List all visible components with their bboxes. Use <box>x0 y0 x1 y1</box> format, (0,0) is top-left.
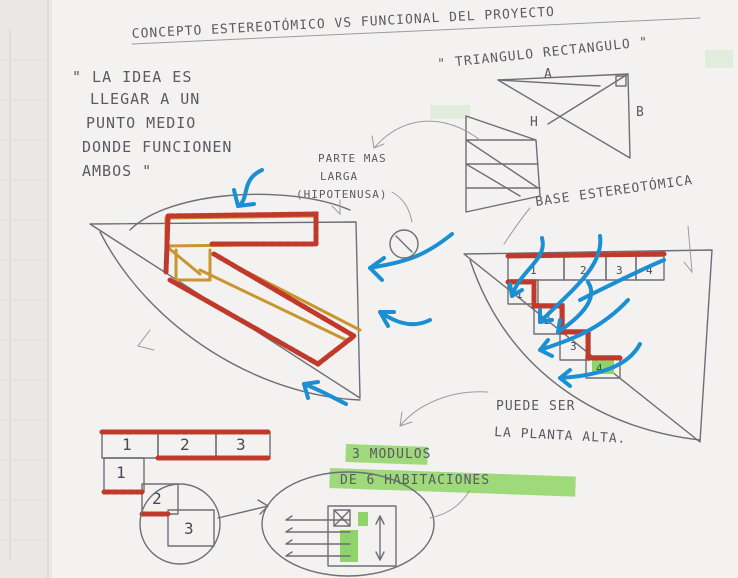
blue-flow-arrows-right <box>508 234 666 388</box>
svg-text:1: 1 <box>116 463 126 482</box>
curved-arrow-upper <box>399 391 489 427</box>
red-wall-top <box>165 211 319 247</box>
svg-text:PARTE MAS: PARTE MAS <box>318 152 387 165</box>
page-ruling <box>0 59 48 541</box>
svg-text:2: 2 <box>152 489 162 508</box>
plan-arrow-top <box>331 199 341 216</box>
arrowhead <box>371 135 385 149</box>
svg-text:LARGA: LARGA <box>320 170 358 183</box>
arrow-base-label <box>503 207 531 245</box>
stereotomic-plan-right: 1 2 3 4 1 2 3 4 <box>463 225 713 443</box>
svg-text:4: 4 <box>646 264 653 277</box>
triangle-outline <box>497 73 631 159</box>
right-arrow <box>683 225 693 274</box>
blue-flow-arrows-left <box>232 168 454 406</box>
idea-note: " LA IDEA ES LLEGAR A UN PUNTO MEDIO DON… <box>72 68 232 180</box>
zoom-circle <box>139 483 221 565</box>
svg-text:A: A <box>544 67 553 82</box>
svg-text:" LA IDEA ES: " LA IDEA ES <box>72 68 192 86</box>
arrow-from-modules <box>429 489 471 519</box>
svg-text:3: 3 <box>184 519 194 538</box>
arrow-to-hypotenuse <box>391 191 413 223</box>
svg-text:1: 1 <box>516 288 523 301</box>
bleed-through-green <box>705 50 733 68</box>
svg-text:3: 3 <box>616 264 623 277</box>
modules-highlight: 3 MODULOS DE 6 HABITACIONES <box>329 444 576 497</box>
svg-text:PUNTO MEDIO: PUNTO MEDIO <box>86 114 196 132</box>
svg-text:3: 3 <box>570 340 577 353</box>
arrowhead <box>399 411 413 427</box>
right-angle-mark <box>615 75 627 87</box>
svg-text:PUEDE SER: PUEDE SER <box>496 399 575 414</box>
svg-text:LA PLANTA ALTA.: LA PLANTA ALTA. <box>494 425 627 447</box>
svg-text:3 MODULOS: 3 MODULOS <box>352 447 431 462</box>
sun-symbol <box>389 229 419 259</box>
plan-curve-top <box>129 193 351 231</box>
svg-text:(HIPOTENUSA): (HIPOTENUSA) <box>296 188 387 201</box>
stacked-triangle <box>465 115 541 213</box>
svg-text:H: H <box>530 115 539 130</box>
svg-text:2: 2 <box>180 435 190 454</box>
page-edge-shadow <box>0 0 52 578</box>
svg-text:3: 3 <box>236 435 246 454</box>
svg-text:2: 2 <box>580 264 587 277</box>
svg-text:1: 1 <box>122 435 132 454</box>
upper-floor-note: PUEDE SER LA PLANTA ALTA. <box>399 391 627 447</box>
bleed-through-green <box>430 105 470 119</box>
curved-arrow-triangle <box>373 120 481 149</box>
margin-lines <box>9 0 49 578</box>
triangle-height <box>497 73 629 125</box>
svg-text:1: 1 <box>530 264 537 277</box>
svg-text:DE 6 HABITACIONES: DE 6 HABITACIONES <box>340 473 490 488</box>
right-curve <box>469 259 701 441</box>
stereotomic-plan-left <box>89 193 362 401</box>
hypotenuse-note: PARTE MAS LARGA (HIPOTENUSA) <box>296 152 413 223</box>
svg-text:LLEGAR A UN: LLEGAR A UN <box>90 90 200 108</box>
plan-arrow-left <box>137 329 155 351</box>
svg-text:AMBOS ": AMBOS " <box>82 162 152 180</box>
red-wall-diag-outer <box>167 251 359 367</box>
red-wall-left <box>163 215 171 275</box>
right-triangle-outline <box>463 249 713 443</box>
svg-text:4: 4 <box>596 362 603 375</box>
red-diag-steps <box>505 279 623 361</box>
module-plan-bottom: 1 2 3 1 2 3 <box>99 429 273 565</box>
red-step-edge <box>101 489 171 517</box>
svg-text:DONDE FUNCIONEN: DONDE FUNCIONEN <box>82 138 232 156</box>
svg-text:B: B <box>636 105 645 120</box>
plan-curve-bottom <box>99 231 361 401</box>
title-underline <box>131 17 701 45</box>
red-top-row <box>505 251 667 259</box>
zoom-detail <box>261 471 471 577</box>
